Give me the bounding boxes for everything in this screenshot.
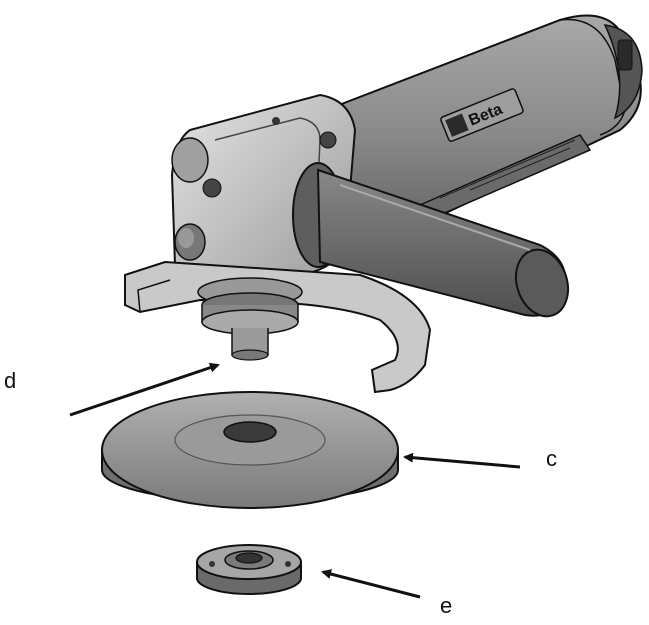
screw-icon bbox=[319, 131, 337, 149]
callout-arrow-d bbox=[69, 362, 220, 417]
grinding-disc-c bbox=[101, 391, 399, 509]
callout-label-d: d bbox=[4, 368, 17, 393]
lock-nut-e bbox=[196, 544, 302, 595]
screw-icon bbox=[202, 178, 222, 198]
callout-arrow-c bbox=[403, 452, 521, 469]
spindle-flange-d bbox=[197, 277, 303, 361]
motor-housing: Beta bbox=[298, 14, 643, 252]
callout-arrow-e bbox=[321, 569, 421, 599]
callout-label-e: e bbox=[440, 593, 453, 618]
callout-label-c: c bbox=[546, 446, 557, 471]
side-handle bbox=[292, 162, 569, 318]
